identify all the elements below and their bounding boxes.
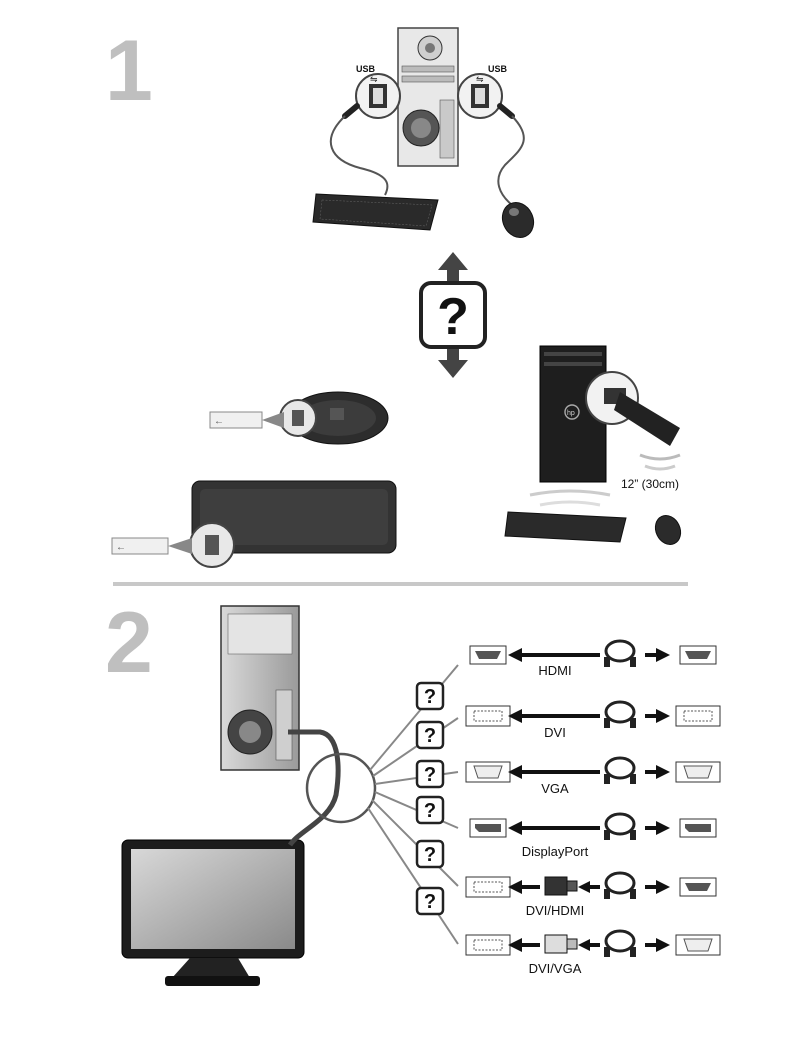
question-badges — [415, 681, 445, 916]
wired-mouse-icon — [501, 201, 535, 239]
wireless-keyboard-bottom — [189, 480, 397, 568]
usb-magnifier-left — [342, 73, 401, 119]
port-hdmi-right — [679, 877, 717, 897]
question-mark-icon: ? — [424, 891, 436, 913]
arrow-right-head — [656, 709, 670, 723]
svg-text:←: ← — [214, 416, 224, 427]
port-hdmi-left — [469, 645, 507, 665]
connection-label: HDMI — [538, 663, 571, 678]
connection-label: DisplayPort — [522, 844, 589, 859]
arrow-right-head — [656, 765, 670, 779]
cable-dvi-icon — [604, 700, 636, 728]
wireless-mouse-icon — [654, 514, 682, 546]
receiver-slide-out-arrow-mouse: ← — [209, 411, 284, 429]
range-distance-label: 12” (30cm) — [621, 477, 679, 491]
tower-rear-view — [397, 27, 459, 167]
connection-label: DVI/HDMI — [526, 903, 585, 918]
wired-keyboard-icon — [312, 193, 439, 231]
cable-vga-icon — [604, 756, 636, 784]
arrow-right-head — [656, 648, 670, 662]
usb-right-symbol: ⇋ — [476, 74, 484, 84]
adapter-dvi-hdmi-icon — [544, 876, 578, 896]
arrow-left-head — [508, 709, 522, 723]
question-mark-icon: ? — [424, 686, 436, 708]
port-vga-right — [675, 761, 721, 783]
svg-text:hp: hp — [567, 410, 575, 417]
video-cable — [287, 729, 341, 847]
tower-rear-view-video — [220, 605, 300, 771]
port-displayport-right — [679, 818, 717, 838]
question-mark-icon: ? — [424, 725, 436, 747]
either-or-question — [419, 252, 487, 378]
arrow-left-head — [578, 881, 590, 893]
wireless-mouse-bottom — [279, 391, 389, 445]
usb-magnifier-right — [457, 73, 515, 119]
arrow-right-head — [656, 821, 670, 835]
arrow-left-head — [508, 821, 522, 835]
usb-receiver-magnifier — [585, 371, 680, 446]
mouse-cable — [497, 115, 525, 206]
port-vga-left — [465, 761, 511, 783]
wireless-signal-waves — [529, 453, 681, 507]
cable-hdmi-icon — [604, 639, 636, 667]
connection-label: DVI/VGA — [529, 961, 582, 976]
arrow-left-head — [578, 939, 590, 951]
question-mark-icon: ? — [437, 288, 469, 346]
port-vga-right — [675, 934, 721, 956]
cable-vga-icon — [604, 929, 636, 957]
port-dvi-right — [675, 705, 721, 727]
port-dvi-left — [465, 705, 511, 727]
port-hdmi-right — [679, 645, 717, 665]
svg-text:←: ← — [116, 542, 126, 553]
arrow-right-head — [656, 938, 670, 952]
cable-displayport-icon — [604, 812, 636, 840]
step-2-number: 2 — [105, 595, 153, 691]
step-1-number: 1 — [105, 23, 153, 119]
port-displayport-left — [469, 818, 507, 838]
monitor-icon — [121, 839, 305, 986]
question-mark-icon: ? — [424, 844, 436, 866]
connection-label: VGA — [541, 781, 569, 796]
cable-hdmi-icon — [604, 871, 636, 899]
keyboard-cable — [329, 115, 389, 196]
port-dvi-left — [465, 934, 511, 956]
adapter-dvi-vga-icon — [544, 934, 578, 954]
arrow-left-head — [508, 765, 522, 779]
usb-right-label: USB — [488, 64, 508, 74]
question-mark-icon: ? — [424, 800, 436, 822]
question-mark-icon: ? — [424, 764, 436, 786]
arrow-left-head — [508, 880, 522, 894]
connection-label: DVI — [544, 725, 566, 740]
receiver-slide-out-arrow-keyboard: ← — [111, 537, 192, 555]
arrow-left-head — [508, 938, 522, 952]
arrow-left-head — [508, 648, 522, 662]
connection-fan-lines — [367, 664, 459, 945]
wireless-keyboard-icon — [504, 511, 627, 543]
port-magnifier — [305, 752, 377, 824]
usb-left-symbol: ⇋ — [370, 74, 378, 84]
port-dvi-left — [465, 876, 511, 898]
arrow-right-head — [656, 880, 670, 894]
usb-left-label: USB — [356, 64, 376, 74]
